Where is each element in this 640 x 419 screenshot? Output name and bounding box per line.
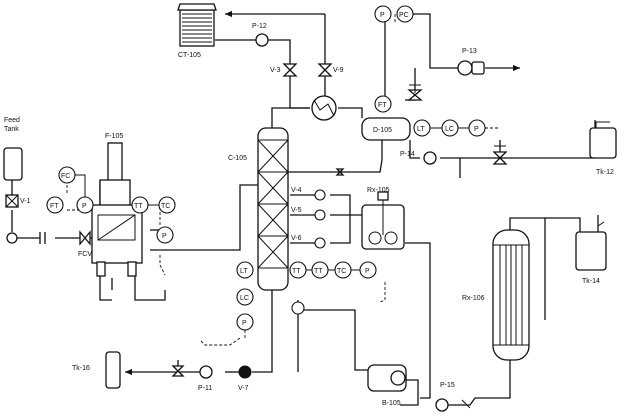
pump-p11-label: P-11 bbox=[198, 385, 212, 392]
inst-lc-column-text: LC bbox=[240, 295, 249, 302]
inst-p-furnace-text: P bbox=[162, 233, 167, 240]
inst-p-feed-text: P bbox=[82, 203, 87, 210]
reboiler-label: B-105 bbox=[382, 400, 401, 407]
inst-lc-drum-text: LC bbox=[445, 126, 454, 133]
pump-p11: P-11 bbox=[198, 365, 213, 392]
tank-tk12-label: Tk-12 bbox=[596, 169, 614, 176]
valve-v3: V-3 bbox=[270, 63, 298, 77]
control-valve-tk12-line bbox=[492, 145, 508, 165]
instrument-connectors bbox=[75, 127, 469, 271]
feed-tank-label-2: Tank bbox=[4, 126, 19, 133]
reflux-drum: D-105 bbox=[361, 117, 411, 141]
instrument-p-mid: P bbox=[359, 261, 377, 279]
inst-lt-column-text: LT bbox=[240, 268, 248, 275]
inst-p-top-text: P bbox=[380, 12, 385, 19]
instrument-pc-top: PC bbox=[396, 5, 414, 23]
cooling-tower: CT-105 bbox=[177, 3, 217, 59]
distillation-column: C-105 bbox=[228, 127, 289, 291]
valve-v6: V-6 bbox=[291, 235, 326, 249]
instrument-ft-feed: FT bbox=[46, 196, 64, 214]
flow-control-valve: FCV bbox=[39, 230, 92, 258]
tank-tk16-label: Tk-16 bbox=[72, 365, 90, 372]
inst-p-drum-text: P bbox=[474, 126, 479, 133]
pump-p14-label: P-14 bbox=[400, 151, 415, 158]
overhead-exchanger bbox=[311, 95, 337, 121]
instrument-p-top: P bbox=[374, 5, 392, 23]
tank-tk12: Tk-12 bbox=[589, 121, 617, 176]
stirred-reactor-label: Rx-105 bbox=[367, 187, 390, 194]
furnace: F-105 bbox=[91, 133, 143, 277]
inst-tt-furnace-text: TT bbox=[134, 203, 143, 210]
instrument-p-drum: P bbox=[468, 119, 486, 137]
tank-tk16: Tk-16 bbox=[72, 351, 121, 389]
inst-p-column-text: P bbox=[242, 320, 247, 327]
instrument-tc-furnace: TC bbox=[158, 196, 176, 214]
inst-tc-furnace-text: TC bbox=[161, 203, 170, 210]
inst-ft-overhead-text: FT bbox=[378, 102, 387, 109]
cooling-tower-label: CT-105 bbox=[178, 52, 201, 59]
inst-lt-drum-text: LT bbox=[417, 126, 425, 133]
instrument-ft-overhead: FT bbox=[374, 95, 392, 113]
inst-tt-mid1-text: TT bbox=[292, 268, 301, 275]
furnace-label: F-105 bbox=[105, 133, 123, 140]
tubular-reactor: Rx-106 bbox=[462, 229, 530, 361]
check-valve-bottom bbox=[171, 365, 185, 377]
instrument-p-column: P bbox=[236, 313, 254, 331]
instrument-lt-column: LT bbox=[236, 261, 254, 279]
reboiler: B-105 bbox=[367, 364, 407, 407]
valve-v1-label: V-1 bbox=[20, 198, 31, 205]
inst-p-mid-text: P bbox=[365, 268, 370, 275]
stirred-reactor: Rx-105 bbox=[361, 187, 405, 250]
pump-p12-label: P-12 bbox=[252, 23, 267, 30]
inst-pc-top-text: PC bbox=[399, 12, 409, 19]
check-valve-rx106 bbox=[461, 399, 471, 409]
pump-p13-label: P-13 bbox=[462, 48, 477, 55]
valve-v4-label: V-4 bbox=[291, 187, 302, 194]
valve-v7-label: V-7 bbox=[238, 385, 249, 392]
fcv-label: FCV bbox=[78, 251, 92, 258]
inst-ft-feed-text: FT bbox=[50, 203, 59, 210]
instrument-lc-drum: LC bbox=[441, 119, 459, 137]
inst-tc-mid-text: TC bbox=[337, 268, 346, 275]
feed-pump bbox=[6, 232, 18, 244]
instrument-tt-mid-1: TT bbox=[289, 261, 307, 279]
column-label: C-105 bbox=[228, 155, 247, 162]
pump-p13: P-13 bbox=[457, 48, 485, 76]
feed-tank-label-1: Feed bbox=[4, 117, 20, 124]
instrument-lc-column: LC bbox=[236, 288, 254, 306]
instrument-p-furnace: P bbox=[156, 226, 174, 244]
instrument-tt-mid-2: TT bbox=[311, 261, 329, 279]
drum-label: D-105 bbox=[373, 127, 392, 134]
valve-v5: V-5 bbox=[291, 207, 326, 221]
valve-v9: V-9 bbox=[317, 63, 344, 77]
valve-v5-label: V-5 bbox=[291, 207, 302, 214]
valve-v4: V-4 bbox=[291, 187, 326, 201]
instrument-ft-bottom bbox=[291, 301, 305, 315]
feed-tank: Feed Tank V-1 bbox=[3, 117, 31, 208]
instrument-tt-furnace: TT bbox=[131, 196, 149, 214]
instrument-p-feed: P bbox=[76, 196, 94, 214]
inst-fc-feed-text: FC bbox=[61, 173, 70, 180]
pump-p14: P-14 bbox=[400, 151, 437, 165]
control-valve-top bbox=[407, 84, 423, 101]
pump-p15-label: P-15 bbox=[440, 382, 455, 389]
instrument-tc-mid: TC bbox=[334, 261, 352, 279]
instrument-fc-feed: FC bbox=[58, 166, 76, 184]
tank-tk14: Tk-14 bbox=[575, 221, 607, 285]
tubular-reactor-label: Rx-106 bbox=[462, 295, 485, 302]
instrument-lt-drum: LT bbox=[413, 119, 431, 137]
pump-p15: P-15 bbox=[435, 382, 455, 412]
tank-tk14-label: Tk-14 bbox=[582, 278, 600, 285]
inst-tt-mid2-text: TT bbox=[314, 268, 323, 275]
valve-v7: V-7 bbox=[238, 365, 252, 392]
pump-p12: P-12 bbox=[252, 23, 269, 47]
valve-v6-label: V-6 bbox=[291, 235, 302, 242]
valve-small-top bbox=[335, 168, 345, 176]
valve-v3-label: V-3 bbox=[270, 67, 281, 74]
valve-v9-label: V-9 bbox=[333, 67, 344, 74]
